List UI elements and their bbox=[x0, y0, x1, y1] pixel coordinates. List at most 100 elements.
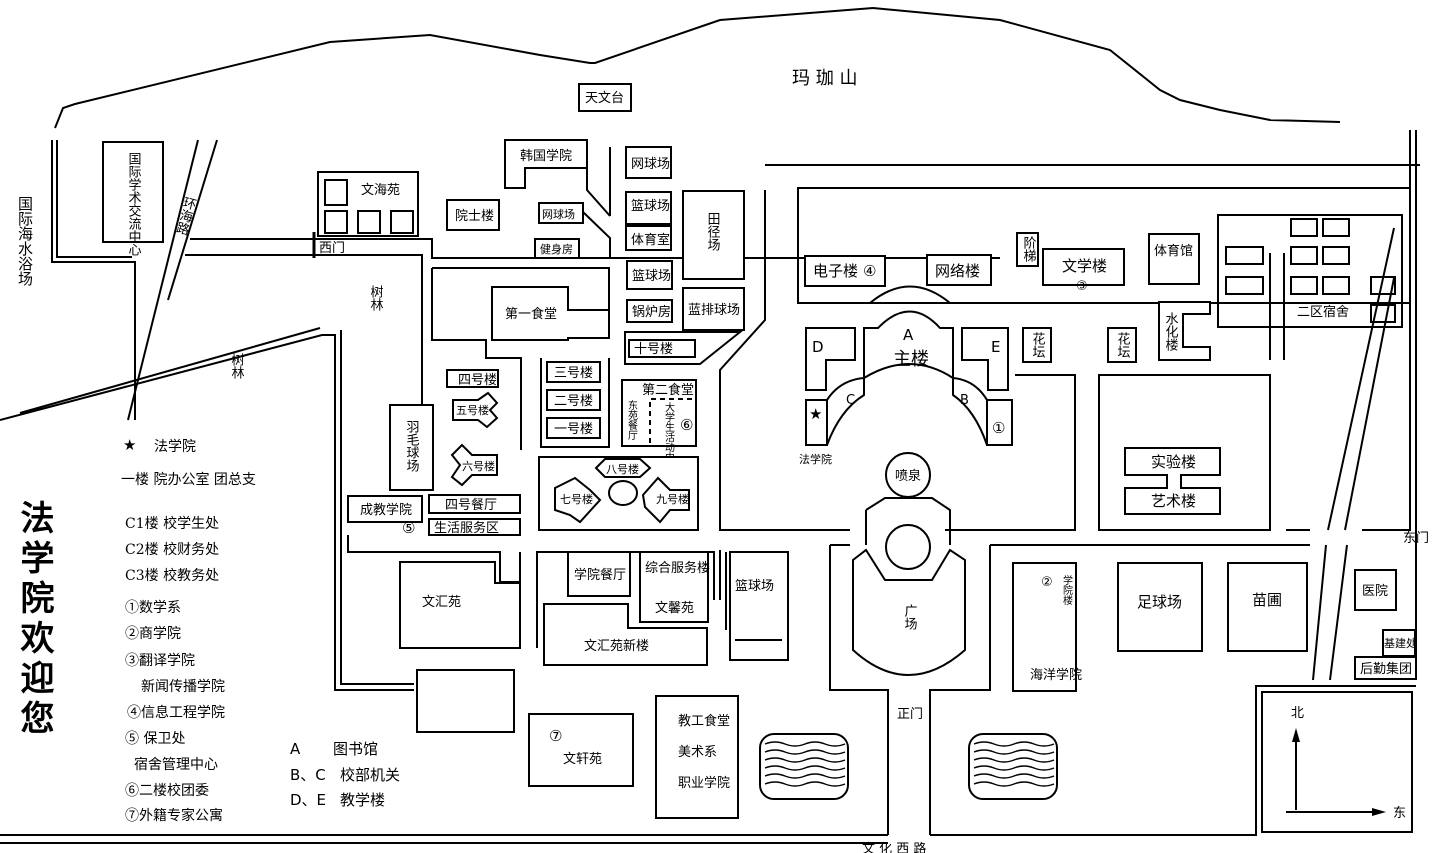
canteen-2[interactable] bbox=[621, 379, 697, 447]
hospital[interactable] bbox=[1354, 569, 1397, 611]
pond-1 bbox=[759, 733, 849, 800]
badminton-court[interactable] bbox=[389, 404, 434, 491]
boiler-room[interactable] bbox=[626, 299, 673, 323]
tennis-court-label: 网球场 bbox=[631, 157, 670, 172]
bldg-7[interactable] bbox=[554, 476, 602, 524]
college-dining-label: 学院餐厅 bbox=[574, 567, 626, 583]
network-label: 网络楼 bbox=[935, 262, 980, 280]
nursery[interactable] bbox=[1227, 562, 1308, 652]
marker-6: ⑥ bbox=[680, 416, 693, 434]
east-gate-label: 东门 bbox=[1403, 531, 1429, 546]
football-field[interactable] bbox=[1117, 562, 1203, 652]
basketball-court-3[interactable] bbox=[729, 551, 789, 661]
observatory[interactable] bbox=[578, 83, 632, 112]
marker-1: ① bbox=[992, 419, 1005, 437]
wenhuiyuan-new[interactable] bbox=[543, 603, 708, 666]
basketball-court-2[interactable] bbox=[626, 260, 673, 290]
bldg-1-label: 一号楼 bbox=[554, 422, 593, 437]
literature-bldg[interactable] bbox=[1042, 248, 1125, 286]
student-center-label: 大学生活动中心 bbox=[663, 401, 675, 472]
main-building[interactable] bbox=[863, 310, 954, 380]
dongyuan-dining-label: 东苑餐厅 bbox=[626, 399, 638, 440]
flowerbed-2[interactable] bbox=[1107, 327, 1137, 363]
construction-office[interactable] bbox=[1382, 629, 1416, 657]
gymnasium-label: 体育馆 bbox=[1154, 243, 1193, 259]
south-boundary bbox=[0, 685, 1416, 844]
ocean-college-label: 海洋学院 bbox=[1030, 667, 1082, 683]
volleyball-court[interactable] bbox=[682, 287, 745, 331]
logistics-group[interactable] bbox=[1354, 656, 1417, 680]
bldg-10[interactable] bbox=[628, 339, 696, 358]
network-bldg[interactable] bbox=[926, 254, 992, 286]
sports-room[interactable] bbox=[625, 225, 672, 251]
stairs-bldg[interactable] bbox=[1016, 232, 1039, 267]
korean-college[interactable] bbox=[504, 139, 588, 189]
marker-7: ⑦ bbox=[549, 727, 562, 745]
service-building[interactable] bbox=[639, 551, 709, 623]
main-gate-road bbox=[829, 544, 1310, 835]
building-e[interactable] bbox=[961, 327, 1009, 391]
track-field[interactable] bbox=[682, 190, 745, 280]
life-service[interactable] bbox=[428, 518, 521, 536]
intl-center[interactable] bbox=[102, 141, 164, 243]
flowerbed-1[interactable] bbox=[1022, 327, 1052, 363]
dining-4[interactable] bbox=[428, 494, 521, 514]
bldg-9[interactable] bbox=[641, 476, 690, 524]
building-c[interactable] bbox=[826, 376, 865, 446]
hydro-bldg[interactable] bbox=[1158, 301, 1211, 361]
college-dining[interactable] bbox=[567, 551, 631, 597]
bldg-6[interactable] bbox=[450, 443, 498, 487]
bldg-3[interactable] bbox=[546, 361, 601, 383]
lab-art-block bbox=[1098, 374, 1271, 531]
electronics-label: 电子楼 bbox=[813, 262, 858, 280]
canteen-1[interactable] bbox=[491, 286, 610, 341]
wenxuanyuan[interactable] bbox=[528, 713, 634, 787]
unnamed-building[interactable] bbox=[416, 669, 515, 733]
legend-letter-key: A bbox=[290, 740, 301, 758]
legend-letter-key: B、C bbox=[290, 766, 326, 784]
west-boundary-inner bbox=[56, 140, 132, 258]
legend-item: 新闻传播学院 bbox=[141, 679, 225, 695]
bldg-5[interactable] bbox=[452, 391, 499, 429]
gymnasium[interactable] bbox=[1148, 233, 1200, 285]
bldg-8[interactable] bbox=[594, 458, 652, 478]
bldg-2[interactable] bbox=[546, 389, 601, 411]
canteen-1-label: 第一食堂 bbox=[505, 306, 557, 322]
marker-2: ② bbox=[1041, 575, 1053, 590]
lab-bldg[interactable] bbox=[1124, 447, 1221, 515]
canteen-block bbox=[431, 267, 610, 450]
lab-label: 实验楼 bbox=[1151, 453, 1196, 471]
legend: ★ 法学院 一楼 院办公室 团总支 C1楼 校学生处 C2楼 校财务处 C3楼 … bbox=[121, 436, 400, 824]
gym-room[interactable] bbox=[534, 238, 580, 259]
main-a-label: A bbox=[903, 326, 914, 344]
wenhuiyuan[interactable] bbox=[399, 561, 521, 649]
fountain-label: 喷泉 bbox=[895, 468, 921, 484]
bldg-1[interactable] bbox=[546, 417, 601, 439]
legend-item: ⑤ 保卫处 bbox=[125, 731, 185, 747]
college-bldg[interactable] bbox=[1012, 562, 1077, 692]
track-field-label: 田径场 bbox=[705, 212, 721, 251]
adult-edu-college[interactable] bbox=[347, 495, 423, 523]
tennis-court[interactable] bbox=[625, 146, 672, 179]
dorm-area-2-label: 二区宿舍 bbox=[1297, 304, 1349, 320]
plaza[interactable] bbox=[852, 548, 966, 676]
bldg-3-label: 三号楼 bbox=[554, 366, 593, 381]
legend-item: ⑦外籍专家公寓 bbox=[125, 807, 223, 824]
legend-letter-value: 校部机关 bbox=[340, 766, 400, 784]
mountain-outline bbox=[54, 6, 1341, 129]
adult-edu-road bbox=[347, 535, 521, 583]
dorm-area-2[interactable] bbox=[1217, 214, 1403, 328]
basketball-court-1[interactable] bbox=[625, 191, 672, 225]
staff-canteen-block[interactable] bbox=[655, 695, 739, 819]
electronics-bldg[interactable] bbox=[804, 255, 886, 287]
culture-west-road-label: 文 化 西 路 bbox=[862, 841, 926, 853]
academician-bldg[interactable] bbox=[446, 199, 500, 231]
legend-letter-value: 教学楼 bbox=[340, 791, 385, 809]
bldg-4-label: 四号楼 bbox=[458, 373, 497, 388]
service-building-label: 综合服务楼 bbox=[645, 560, 710, 576]
bldg-4[interactable] bbox=[446, 369, 499, 388]
building-b[interactable] bbox=[952, 376, 988, 446]
east-diagonal-road bbox=[1312, 227, 1395, 681]
bldg-10-label: 十号楼 bbox=[634, 342, 673, 357]
building-d[interactable] bbox=[805, 327, 856, 391]
